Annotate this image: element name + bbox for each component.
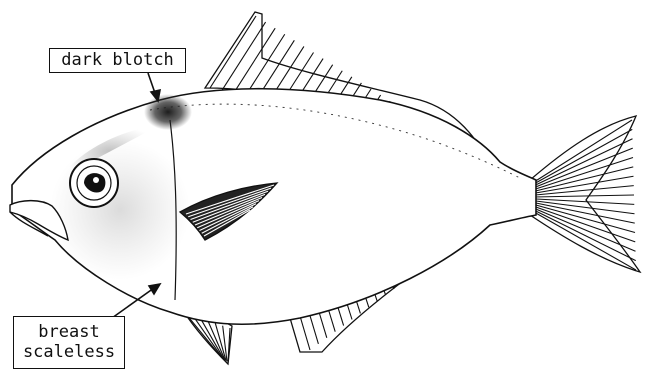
scaleless-text: scaleless — [14, 342, 124, 362]
dark-blotch-label: dark blotch — [49, 48, 186, 73]
dark-blotch-mark — [144, 94, 192, 130]
eye — [70, 159, 118, 207]
dark-blotch-text: dark blotch — [61, 50, 174, 70]
breast-scaleless-label: breast scaleless — [13, 316, 125, 369]
caudal-fin — [530, 116, 640, 272]
blotch-pointer-arrow — [148, 73, 160, 101]
breast-text: breast — [14, 322, 124, 342]
